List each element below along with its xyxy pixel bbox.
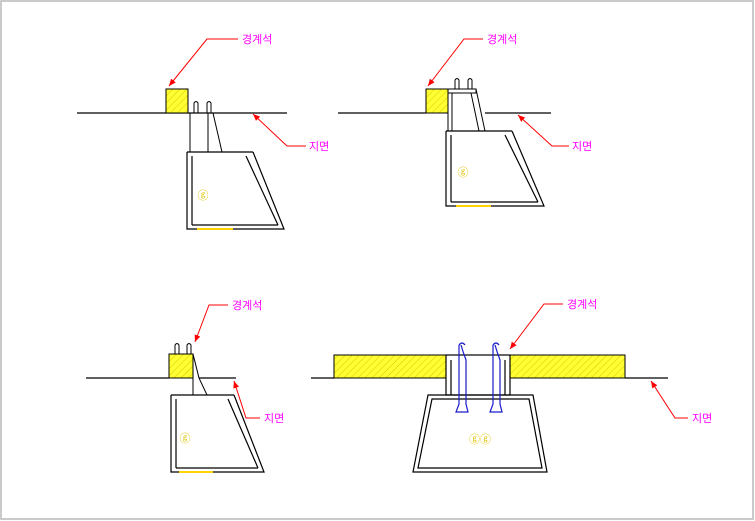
rebar-anchors	[455, 342, 503, 413]
curb-label: 경계석	[487, 33, 517, 46]
ground-leader	[517, 114, 569, 147]
concrete-footing	[412, 394, 548, 473]
concrete-footing	[445, 130, 545, 207]
detail-bottom-right: ⓖⓖ 경계석 지면	[311, 298, 712, 473]
anchor-posts	[189, 101, 223, 153]
pavement-slab-left	[333, 354, 447, 379]
ground-label: 지면	[264, 412, 284, 425]
curb-label: 경계석	[232, 299, 262, 312]
footing-mark: ⓖ	[180, 432, 191, 445]
curb-stone	[168, 353, 194, 379]
curb-label: 경계석	[242, 33, 272, 46]
curb-stone	[425, 88, 449, 114]
footing-mark: ⓖⓖ	[469, 433, 491, 446]
ground-leader	[252, 113, 306, 147]
ground-label: 지면	[572, 140, 592, 153]
curb-leader	[427, 38, 483, 87]
ground-leader	[233, 380, 260, 419]
detail-top-left: ⓖ 경계석 지면	[77, 33, 329, 230]
detail-top-right: ⓖ 경계석 지면	[338, 33, 592, 207]
ground-label: 지면	[309, 140, 329, 153]
anchor-posts	[169, 343, 208, 396]
concrete-footing	[170, 394, 265, 473]
footing-mark: ⓖ	[458, 166, 469, 179]
footing-mark: ⓖ	[198, 189, 209, 202]
anchor-posts	[447, 78, 486, 132]
pavement-slab-right	[509, 354, 626, 379]
curb-leader	[194, 304, 228, 343]
curb-leader	[168, 38, 238, 87]
concrete-footing	[186, 151, 285, 230]
ground-leader	[650, 380, 688, 419]
ground-label: 지면	[692, 412, 712, 425]
curb-leader	[509, 303, 563, 350]
detail-bottom-left: ⓖ 경계석 지면	[86, 299, 284, 473]
curb-label: 경계석	[567, 298, 597, 311]
curb-stone	[165, 88, 189, 114]
